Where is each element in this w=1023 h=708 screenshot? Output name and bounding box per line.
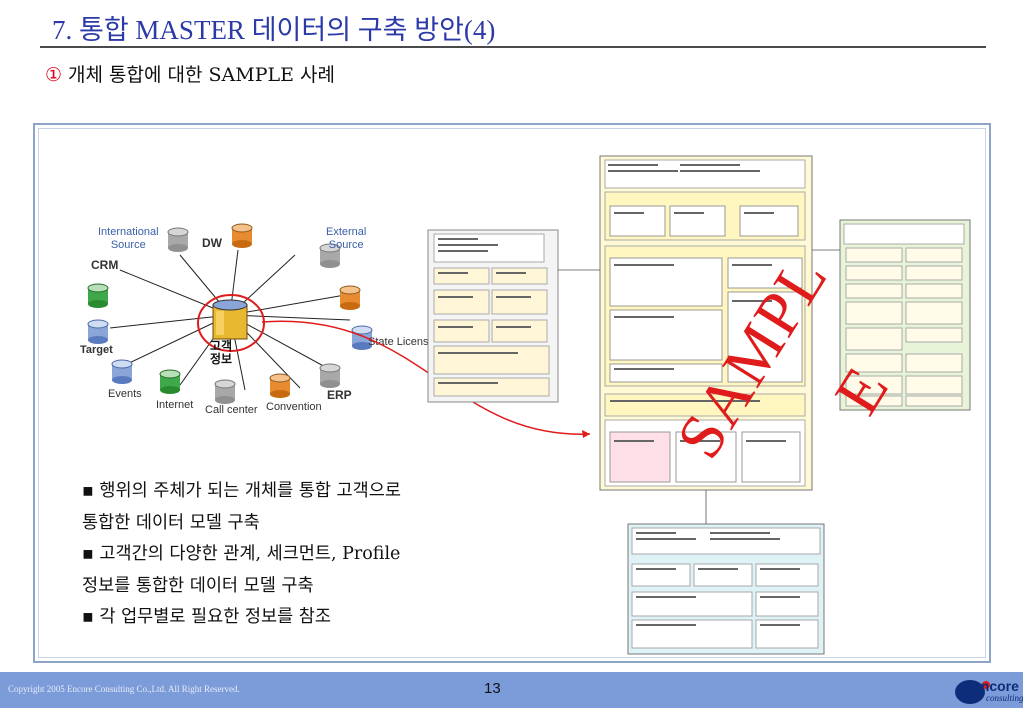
encore-logo-icon <box>955 680 990 704</box>
source-convention: Convention <box>266 401 322 413</box>
source-international-line2: Source <box>110 239 146 251</box>
source-external-line2: Source <box>328 239 364 251</box>
page-title: 7. 통합 MASTER 데이터의 구축 방안(4) <box>52 15 496 45</box>
bullet-2: ▪ 고객간의 다양한 관계, 세크먼트, Profile <box>82 544 401 564</box>
hub-label-line2: 정보 <box>210 352 233 366</box>
hub-label-line1: 고객 <box>210 339 233 353</box>
page-number: 13 <box>484 680 501 697</box>
data-model-diagram <box>427 155 971 655</box>
source-external-line1: External <box>326 226 367 238</box>
subtitle-marker: ① <box>45 64 63 86</box>
source-events: Events <box>108 388 142 400</box>
source-erp: ERP <box>327 388 352 402</box>
bullet-3: ▪ 각 업무별로 필요한 정보를 참조 <box>82 607 331 627</box>
source-state-license: State License <box>368 336 435 348</box>
source-target: Target <box>80 344 113 356</box>
source-internet: Internet <box>156 399 194 411</box>
hub-database-icon <box>197 294 265 352</box>
logo-text: encore <box>973 678 1019 694</box>
title-divider <box>40 46 986 48</box>
source-international-line1: International <box>98 226 159 238</box>
bullet-list: ▪ 행위의 주체가 되는 개체를 통합 고객으로 통합한 데이터 모델 구축 ▪… <box>82 476 502 634</box>
source-dw: DW <box>202 236 222 250</box>
bullet-1: ▪ 행위의 주체가 되는 개체를 통합 고객으로 <box>82 481 401 501</box>
logo-subtext: consulting <box>986 693 1023 703</box>
bullet-2-cont: 정보를 통합한 데이터 모델 구축 <box>82 575 314 596</box>
source-call-center: Call center <box>205 404 258 416</box>
subtitle-text: 개체 통합에 대한 SAMPLE 사례 <box>68 64 335 86</box>
source-crm: CRM <box>91 258 119 272</box>
footer-bar <box>0 672 1023 708</box>
copyright-text: Copyright 2005 Encore Consulting Co.,Ltd… <box>8 684 240 694</box>
bullet-1-cont: 통합한 데이터 모델 구축 <box>82 512 260 533</box>
